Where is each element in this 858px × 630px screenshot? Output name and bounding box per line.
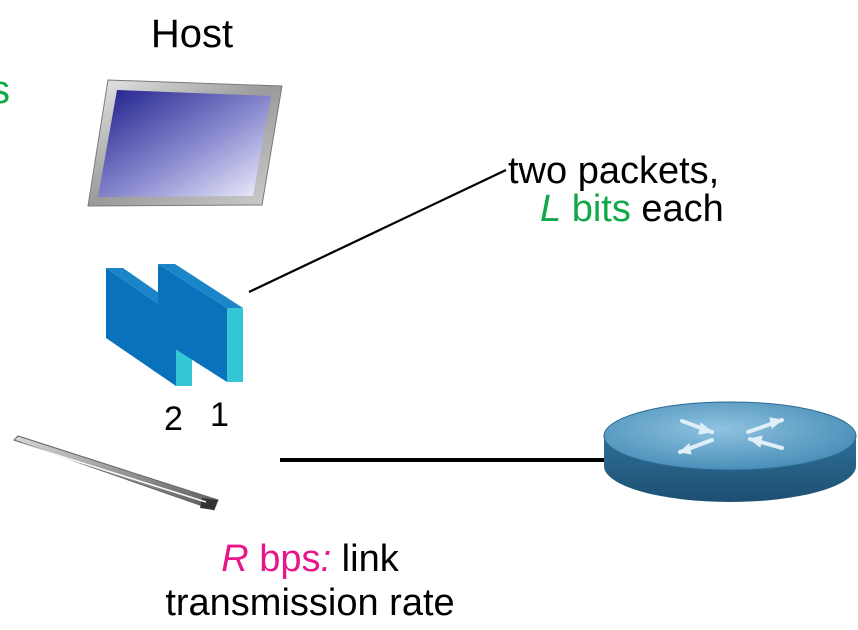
packets-caption-line2: L bits each — [540, 190, 724, 228]
packet-number-1: 1 — [210, 396, 229, 434]
packets-caption-line1: two packets, — [508, 150, 720, 192]
rate-variable: R — [221, 538, 249, 580]
rate-colon: : — [320, 538, 332, 580]
host-label: Host — [150, 12, 234, 56]
laptop-screen-icon — [87, 79, 283, 207]
router-icon — [603, 401, 857, 502]
packet-length-variable: L — [540, 188, 562, 230]
packet-bits-unit: bits — [561, 188, 631, 230]
packet-icon — [158, 264, 243, 382]
rate-link-text: link — [331, 538, 399, 580]
callout-line — [248, 169, 507, 293]
link-rate-caption-line1: R bps: link — [0, 540, 620, 578]
laptop-keyboard-icon — [13, 435, 219, 511]
link-rate-caption-line2: transmission rate — [165, 582, 455, 624]
packet-each-text: each — [630, 188, 724, 230]
packet-number-2: 2 — [164, 400, 183, 438]
rate-unit: bps — [248, 538, 321, 580]
cut-off-text: s — [0, 68, 10, 112]
